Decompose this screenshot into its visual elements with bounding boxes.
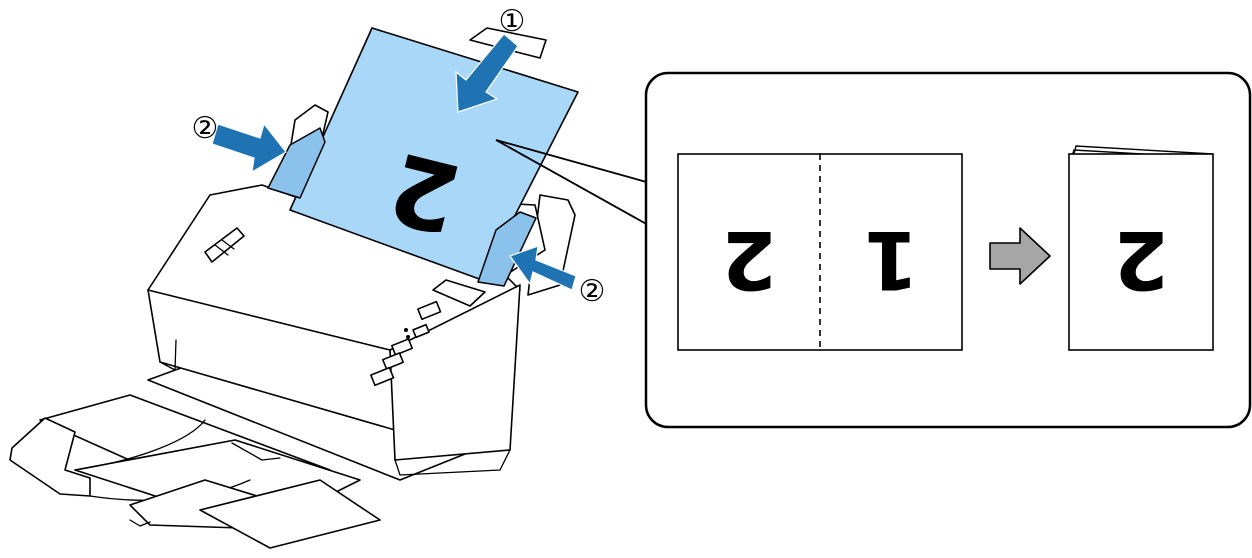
left-half-number: 2: [721, 213, 777, 306]
result-sheet: 2: [1068, 145, 1214, 351]
callout-leader: [495, 139, 651, 227]
left-edge-guide: [267, 127, 326, 199]
inset-panel: 2 1 2: [644, 71, 1252, 429]
result-number: 2: [1113, 213, 1169, 306]
step-two-right-label: ②: [579, 274, 606, 309]
panel-button-5: [370, 366, 395, 387]
step-one-label: ①: [499, 4, 526, 39]
panel-button-4: [381, 352, 405, 370]
folded-sheet: 2 1: [677, 153, 963, 351]
insert-arrow-icon: [455, 33, 519, 113]
edge-guide-arrow-icon: [509, 245, 577, 291]
right-half-number: 1: [863, 213, 919, 306]
panel-button-2: [412, 323, 430, 339]
edge-guide-arrow-icon: [211, 122, 287, 174]
step-two-left-label: ②: [192, 111, 219, 146]
process-arrow-icon: [989, 227, 1051, 285]
panel-button-3: [390, 338, 414, 356]
paper-sheet: 2: [289, 27, 579, 281]
panel-button-1: [417, 300, 442, 321]
